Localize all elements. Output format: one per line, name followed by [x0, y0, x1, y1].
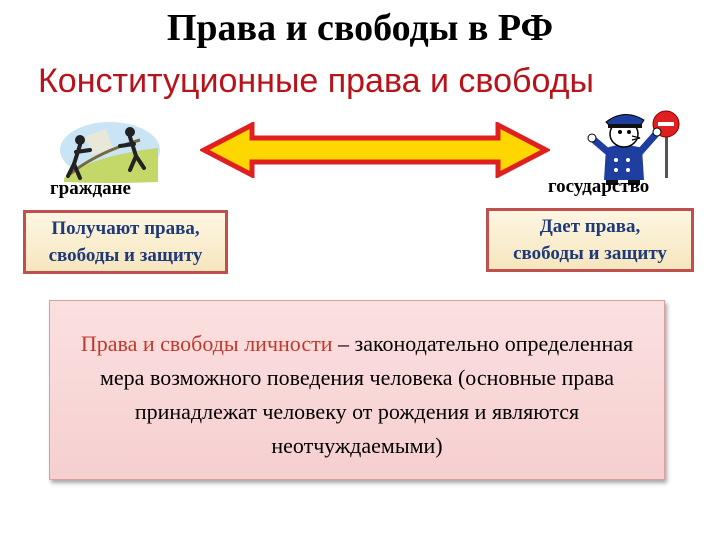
state-label: государство: [548, 176, 649, 198]
state-box-line1: Дает права,: [513, 213, 667, 240]
citizens-box-line2: свободы и защиту: [49, 242, 203, 269]
state-box: Дает права, свободы и защиту: [486, 208, 694, 272]
citizens-box-line1: Получают права,: [49, 215, 203, 242]
definition-term: Права и свободы личности: [81, 331, 333, 356]
citizens-box: Получают права, свободы и защиту: [23, 210, 228, 274]
policeman-stop-sign-icon: [572, 100, 684, 186]
double-headed-arrow-icon: [200, 122, 550, 178]
citizens-label: граждане: [50, 178, 131, 200]
state-box-line2: свободы и защиту: [513, 240, 667, 267]
definition-box: Права и свободы личности – законодательн…: [49, 300, 665, 480]
page-subtitle: Конституционные права и свободы: [38, 62, 594, 101]
page-title: Права и свободы в РФ: [0, 6, 720, 50]
